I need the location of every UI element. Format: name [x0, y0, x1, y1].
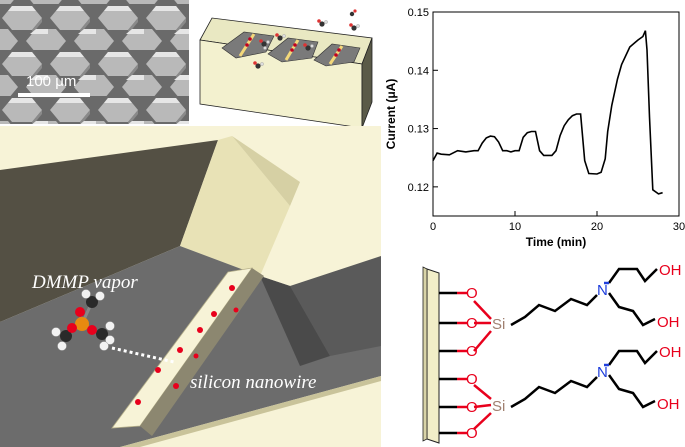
chip-schematic-panel	[192, 0, 382, 130]
hydroxyl-label: OH	[657, 396, 680, 413]
propyl-chain-lower	[510, 376, 598, 409]
nanowire-side	[140, 268, 264, 436]
hydroxyl-label: OH	[657, 314, 680, 331]
adsorption-arrow	[111, 346, 175, 364]
x-axis-ticks: 0 10 20 30	[430, 211, 685, 233]
scale-bar	[18, 93, 90, 97]
silicon-atom-lower: Si	[492, 398, 505, 415]
chip-schematic	[199, 9, 373, 129]
x-tick-label: 30	[673, 221, 685, 233]
svg-text:O: O	[466, 343, 478, 360]
plot-frame	[432, 11, 680, 217]
oxygen-atoms: O O O O O O	[466, 285, 478, 442]
svg-text:O: O	[466, 315, 478, 332]
current-series-line	[432, 30, 663, 195]
sem-micrograph-panel: 100 μm	[0, 0, 189, 124]
trench-wall-left	[0, 140, 218, 322]
svg-text:O: O	[466, 371, 478, 388]
surface-bonds	[439, 291, 492, 435]
y-tick-label: 0.12	[408, 182, 429, 194]
scale-bar-label: 100 μm	[26, 73, 76, 90]
y-tick-label: 0.13	[408, 124, 429, 136]
x-tick-label: 20	[591, 221, 603, 233]
svg-text:O: O	[466, 425, 478, 442]
surface-chemistry-panel: O O O O O O Si Si N N OH OH OH OH	[383, 255, 685, 447]
dmmp-molecule	[51, 289, 115, 351]
sem-micrograph: 100 μm	[0, 0, 189, 124]
ethanol-arms	[607, 267, 658, 409]
y-tick-label: 0.14	[408, 65, 429, 77]
hydroxyl-label: OH	[659, 262, 682, 279]
propyl-chain-upper	[510, 294, 598, 327]
dmmp-molecule-small	[253, 9, 360, 69]
svg-text:O: O	[466, 399, 478, 416]
surface-chemistry: O O O O O O Si Si N N OH OH OH OH	[422, 262, 682, 444]
silicon-atom-upper: Si	[492, 316, 505, 333]
y-axis-title: Current (μA)	[384, 79, 398, 150]
nanowire-render: DMMP vapor silicon nanowire	[0, 126, 381, 447]
current-time-chart-panel: 0 10 20 30 0.12 0.13 0.14 0.15 Time (min) Curr…	[383, 0, 685, 255]
nanowire-render-panel: DMMP vapor silicon nanowire	[0, 126, 381, 447]
x-axis-title: Time (min)	[526, 235, 586, 249]
surface-substrate	[426, 268, 440, 444]
x-tick-label: 0	[430, 221, 436, 233]
x-tick-label: 10	[509, 221, 521, 233]
y-tick-label: 0.15	[408, 7, 429, 19]
svg-text:O: O	[466, 285, 478, 302]
nanowire-dots	[135, 285, 239, 405]
y-axis-ticks: 0.12 0.13 0.14 0.15	[408, 7, 438, 194]
silicon-nanowire-label: silicon nanowire	[190, 372, 317, 393]
dmmp-vapor-label: DMMP vapor	[31, 272, 138, 293]
current-time-chart: 0 10 20 30 0.12 0.13 0.14 0.15 Time (min) Curr…	[384, 7, 685, 249]
nitrogen-atom-lower: N	[597, 364, 608, 381]
nitrogen-atom-upper: N	[597, 282, 608, 299]
hydroxyl-label: OH	[659, 344, 682, 361]
